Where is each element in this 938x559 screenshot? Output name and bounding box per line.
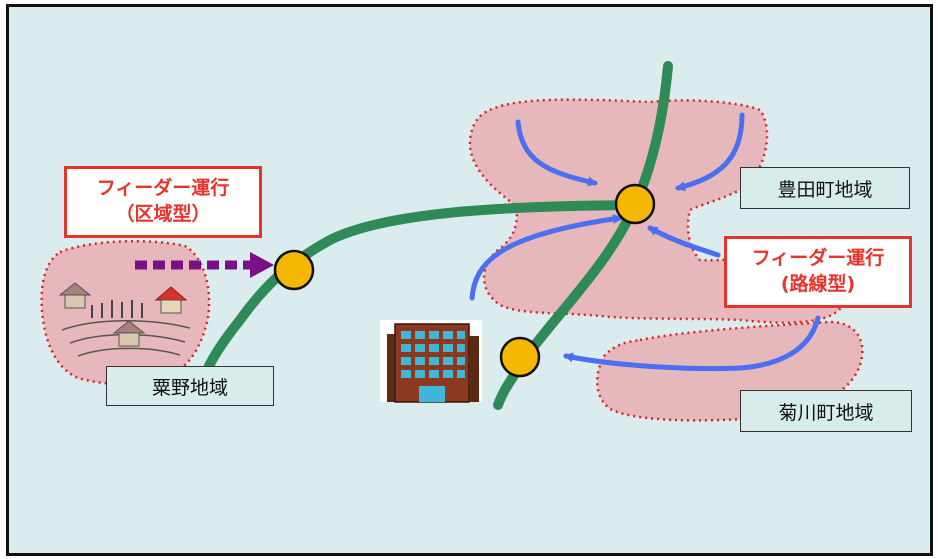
station-left (273, 249, 315, 291)
feeder-arrow-2 (675, 112, 745, 192)
awano-area-label: 粟野地域 (106, 366, 274, 406)
rail-line-branch (200, 200, 640, 380)
house-1 (58, 282, 92, 309)
village-houses-icon (58, 282, 191, 357)
feeder-route-line1: フィーダー運行 (751, 247, 885, 270)
feeder-route-callout: フィーダー運行 (路線型) (724, 236, 912, 308)
office-building-icon (380, 320, 482, 403)
area-feeder-arrowhead (250, 252, 274, 278)
feeder-arrow-1 (515, 119, 598, 187)
feeder-arrow-5 (563, 315, 821, 372)
feeder-area-line2: （区域型） (115, 203, 211, 225)
kikugawa-area-label: 菊川町地域 (740, 390, 912, 432)
feeder-arrow-3 (469, 214, 623, 301)
house-3 (112, 320, 146, 347)
awano-service-zone (40, 239, 211, 386)
station-top (614, 183, 656, 225)
feeder-area-callout: フィーダー運行 （区域型） (64, 166, 262, 238)
toyota-area-label: 豊田町地域 (740, 167, 910, 209)
feeder-arrow-4 (647, 225, 721, 258)
house-2 (154, 286, 188, 314)
station-bottom (499, 336, 541, 378)
feeder-route-line2: (路線型) (780, 273, 856, 295)
feeder-arrows (469, 112, 821, 372)
feeder-area-line1: フィーダー運行 (96, 177, 230, 200)
